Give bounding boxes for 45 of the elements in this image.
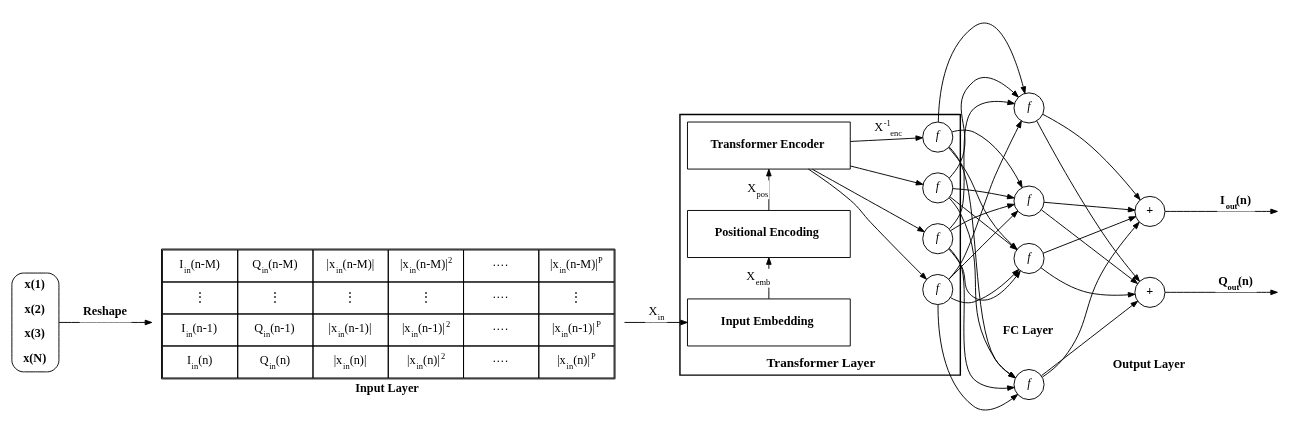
edge-label: Reshape bbox=[82, 303, 128, 318]
arrow bbox=[766, 168, 772, 211]
arrow bbox=[948, 247, 1015, 391]
node-box: Transformer Encoder bbox=[687, 121, 851, 170]
node-circle: f bbox=[922, 171, 954, 203]
arrow bbox=[849, 134, 923, 142]
node-circle: f bbox=[1013, 368, 1045, 400]
node-circle: f bbox=[1013, 185, 1045, 217]
arrow bbox=[1040, 266, 1136, 298]
arrow bbox=[849, 165, 924, 185]
node-box: Input Embedding bbox=[687, 297, 851, 346]
label: FC Layer bbox=[1002, 322, 1054, 337]
arrow bbox=[1040, 208, 1138, 284]
arrow bbox=[1041, 300, 1139, 376]
arrow bbox=[1164, 289, 1278, 295]
arrow bbox=[807, 168, 927, 280]
arrow bbox=[948, 76, 1019, 178]
arrow bbox=[937, 22, 1026, 122]
arrow bbox=[952, 187, 1015, 199]
arrow bbox=[811, 168, 925, 232]
arrow bbox=[1042, 113, 1141, 200]
arrow bbox=[1164, 208, 1278, 214]
edge-label: X$_{in}$ bbox=[648, 303, 665, 322]
arrow bbox=[1036, 120, 1140, 282]
arrow bbox=[624, 319, 688, 325]
node-label: Input Layer bbox=[355, 380, 419, 395]
arrow bbox=[1041, 221, 1140, 378]
label: Output Layer bbox=[1112, 356, 1186, 371]
node-box: x(1) x(2) x(3) x(N) bbox=[11, 272, 60, 372]
arrow bbox=[950, 202, 1015, 231]
arrow bbox=[937, 303, 1019, 410]
edge-label: X$_{emb}$ bbox=[746, 268, 771, 287]
arrow bbox=[58, 319, 153, 325]
edge-label: Q$_{out}$(n) bbox=[1218, 273, 1253, 292]
edge-label: I$_{out}$(n) bbox=[1220, 192, 1251, 211]
arrow bbox=[1043, 201, 1136, 212]
arrow bbox=[949, 99, 1015, 229]
edge-label: X$_{pos}$ bbox=[747, 180, 769, 199]
node-circle: f bbox=[922, 222, 954, 254]
node-circle: + bbox=[1134, 276, 1166, 308]
node-circle: f bbox=[922, 273, 954, 305]
arrow bbox=[951, 129, 1023, 188]
node-circle: f bbox=[922, 121, 954, 153]
arrow bbox=[1042, 215, 1137, 254]
node-box: Positional Encoding bbox=[687, 209, 851, 258]
